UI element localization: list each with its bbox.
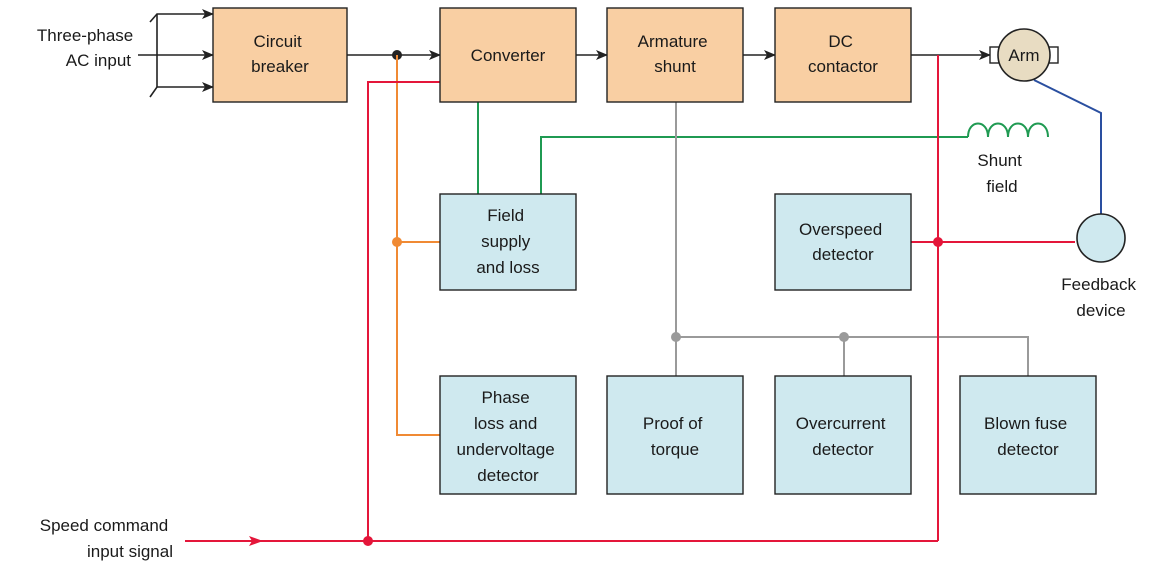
block-label-line: detector <box>477 466 539 485</box>
svg-text:Overspeed detector: Overspeed detector <box>799 220 887 264</box>
block-label-line: Converter <box>471 46 546 65</box>
ac-input-label: Three-phase AC input <box>37 26 138 70</box>
svg-text:Overcurrent detector: Overcurrent detector <box>796 414 890 459</box>
block-field-supply[interactable]: Field supply and loss <box>439 193 577 291</box>
supply-tap-wires <box>392 55 440 436</box>
block-phase-loss-detector[interactable]: Phase loss and undervoltage detector <box>439 375 577 495</box>
block-label-line: detector <box>812 245 874 264</box>
block-label-line: Phase <box>482 388 530 407</box>
signal-junction-dot <box>363 536 373 546</box>
block-label-line: contactor <box>808 57 878 76</box>
svg-text:Converter: Converter <box>471 46 546 65</box>
speed-signal-wires <box>185 55 1075 546</box>
block-label-line: detector <box>997 440 1059 459</box>
block-label-line: supply <box>481 232 531 251</box>
block-label-line: Field <box>487 206 524 225</box>
block-label-line: shunt <box>654 57 696 76</box>
block-label-line: Circuit <box>254 32 302 51</box>
block-overspeed-detector[interactable]: Overspeed detector <box>774 193 912 291</box>
block-label-line: torque <box>651 440 699 459</box>
svg-text:Blown fuse detector: Blown fuse detector <box>984 414 1072 459</box>
bus-junction-dot <box>839 332 849 342</box>
block-label-line: undervoltage <box>456 440 554 459</box>
block-overcurrent-detector[interactable]: Overcurrent detector <box>774 375 912 495</box>
block-label-line: Overspeed <box>799 220 882 239</box>
shunt-field-coil <box>967 122 1049 138</box>
shunt-field-label: Shunt field <box>977 151 1026 196</box>
block-label-line: and loss <box>476 258 539 277</box>
shunt-signal-bus <box>671 102 1029 376</box>
block-label-line: Blown fuse <box>984 414 1067 433</box>
svg-text:Phase loss and und: Phase loss and undervoltage detector <box>456 388 559 485</box>
block-proof-of-torque[interactable]: Proof of torque <box>606 375 744 495</box>
block-label-line: detector <box>812 440 874 459</box>
block-armature-shunt[interactable]: Armature shunt <box>606 7 744 103</box>
block-label-line: Armature <box>638 32 708 51</box>
block-blown-fuse-detector[interactable]: Blown fuse detector <box>959 375 1097 495</box>
svg-text:Field supply and l: Field supply and loss <box>476 206 539 277</box>
motor-armature-icon <box>997 28 1051 82</box>
ac-input-lines <box>138 9 214 98</box>
svg-text:Circuit breaker: Circuit breaker <box>251 32 309 76</box>
block-dc-contactor[interactable]: DC contactor <box>774 7 912 103</box>
field-wires <box>477 102 968 194</box>
svg-text:DC contactor: DC contactor <box>808 32 878 76</box>
armature-motor[interactable]: Arm <box>989 28 1059 82</box>
signal-junction-dot <box>933 237 943 247</box>
feedback-wire <box>1033 79 1102 214</box>
block-converter[interactable]: Converter <box>439 7 577 103</box>
block-label-line: Proof of <box>643 414 703 433</box>
svg-text:Proof of torque: Proof of torque <box>643 414 707 459</box>
block-label-line: Overcurrent <box>796 414 886 433</box>
feedback-device-label: Feedback device <box>1061 275 1140 320</box>
block-label-line: breaker <box>251 57 309 76</box>
speed-command-label: Speed command input signal <box>40 516 173 561</box>
block-label-line: loss and <box>474 414 537 433</box>
svg-text:Armature shunt: Armature shunt <box>638 32 713 76</box>
block-circuit-breaker[interactable]: Circuit breaker <box>212 7 348 103</box>
motor-label: Arm <box>1008 46 1039 65</box>
block-label-line: DC <box>828 32 853 51</box>
feedback-device-icon[interactable] <box>1076 213 1126 263</box>
tap-junction-dot <box>392 237 402 247</box>
bus-junction-dot <box>671 332 681 342</box>
